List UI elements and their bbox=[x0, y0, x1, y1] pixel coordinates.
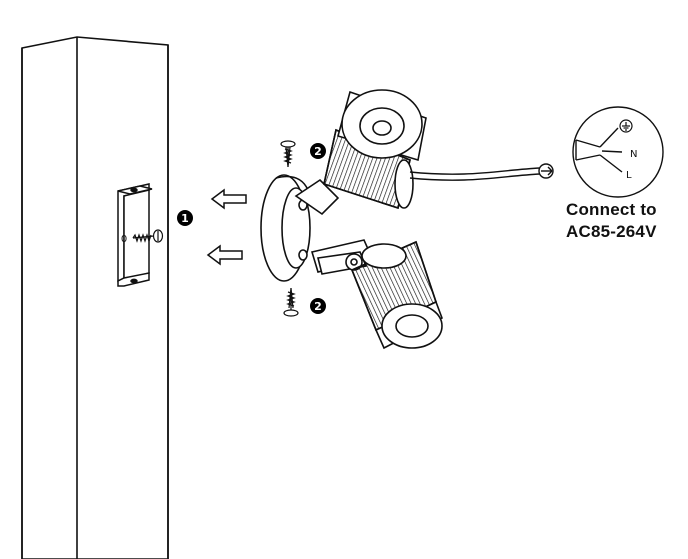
step-2-badge-bottom: 2 bbox=[310, 298, 326, 314]
connection-caption-line2: AC85-264V bbox=[566, 222, 657, 241]
step-2-number-top: 2 bbox=[314, 145, 322, 158]
bracket-mark: 0 bbox=[121, 234, 127, 245]
mounting-bracket bbox=[117, 183, 153, 287]
lower-spotlight bbox=[310, 239, 443, 350]
step-2-badge-top: 2 bbox=[310, 143, 326, 159]
screw-icon bbox=[132, 229, 164, 243]
ground-icon bbox=[619, 119, 633, 133]
screw-icon bbox=[283, 287, 299, 317]
step-1-badge: 1 bbox=[177, 210, 193, 226]
neutral-label: N bbox=[630, 149, 637, 160]
screw-icon bbox=[280, 140, 296, 168]
connection-caption-line1: Connect to bbox=[566, 200, 657, 219]
fixture-base bbox=[260, 174, 311, 282]
wall-pillar bbox=[21, 36, 169, 559]
step-1-number: 1 bbox=[181, 212, 189, 225]
arrow-left-icon bbox=[210, 188, 247, 210]
power-cable bbox=[409, 163, 554, 181]
step-2-number-bottom: 2 bbox=[314, 300, 322, 313]
arrow-left-icon bbox=[206, 244, 243, 266]
live-label: L bbox=[626, 170, 632, 181]
wiring-diagram bbox=[572, 106, 664, 198]
upper-spotlight bbox=[294, 89, 427, 216]
